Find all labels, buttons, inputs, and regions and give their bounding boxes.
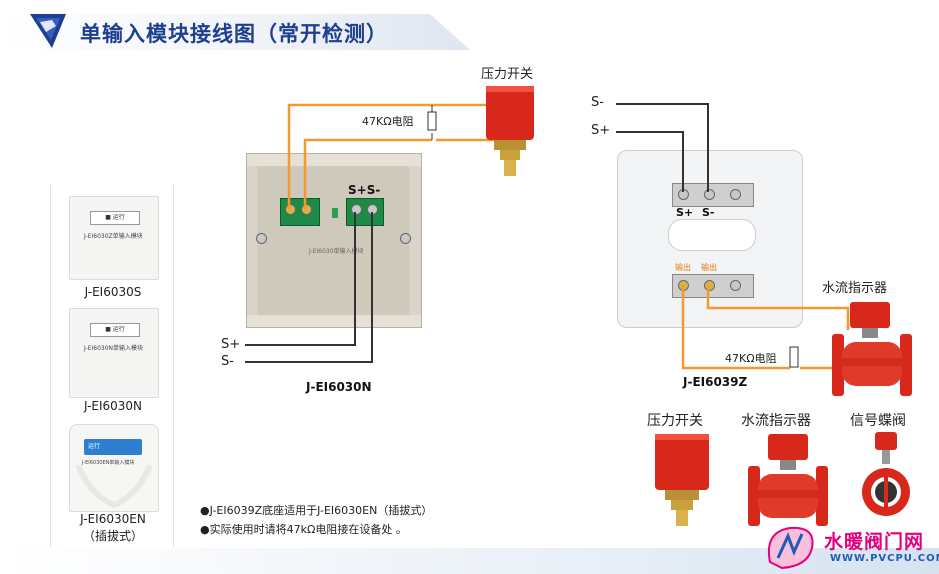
terminal-screw bbox=[301, 204, 312, 215]
mount-screw bbox=[256, 233, 267, 244]
led-indicator bbox=[332, 208, 338, 218]
header-band bbox=[0, 14, 470, 50]
module-print: J-EI6030单输入模块 bbox=[309, 248, 364, 255]
watermark-logo-icon bbox=[768, 526, 814, 570]
bus-plus-label-right: S+ bbox=[591, 123, 611, 138]
terminal-plus-label: S+ bbox=[676, 206, 694, 219]
terminal-screw bbox=[351, 204, 362, 215]
product-plate-en: 运行 J-EI6030EN单输入模块 bbox=[69, 424, 159, 512]
plate-print: J-EI6030Z单输入模块 bbox=[84, 233, 143, 240]
note-2: ●实际使用时请将47kΩ电阻接在设备处 。 bbox=[200, 523, 407, 536]
flow-indicator-label: 水流指示器 bbox=[822, 281, 888, 296]
resistor-label-left: 47KΩ电阻 bbox=[362, 115, 414, 128]
bottom-device-label-3: 信号蝶阀 bbox=[850, 413, 906, 429]
resistor-label-right: 47KΩ电阻 bbox=[725, 352, 777, 365]
header-logo-icon bbox=[30, 14, 66, 48]
module-model-label: J-EI6030N bbox=[306, 380, 372, 394]
product-plate-n: ■ 运行 J-EI6030N单输入模块 bbox=[69, 308, 159, 398]
product-model-en: J-EI6030EN bbox=[80, 512, 146, 526]
pressure-switch-label: 压力开关 bbox=[481, 67, 534, 82]
terminal-screw bbox=[730, 189, 741, 200]
input-label-1: 输出 bbox=[675, 263, 691, 272]
product-model-en-sub: （插拔式） bbox=[82, 529, 143, 543]
page-title: 单输入模块接线图（常开检测） bbox=[80, 22, 388, 46]
bottom-device-label-2: 水流指示器 bbox=[741, 413, 811, 429]
plate-print: J-EI6030EN单输入模块 bbox=[82, 460, 135, 466]
note-1: ●J-EI6039Z底座适用于J-EI6030EN（插拔式） bbox=[200, 504, 433, 517]
product-model-n: J-EI6030N bbox=[83, 399, 143, 413]
bottom-device-label-1: 压力开关 bbox=[647, 413, 703, 429]
terminal-screw bbox=[704, 189, 715, 200]
plate-print: J-EI6030N单输入模块 bbox=[84, 345, 144, 352]
bus-minus-label-right: S- bbox=[591, 95, 604, 110]
terminal-minus-label: S- bbox=[702, 206, 715, 219]
base-j-ei6039z bbox=[617, 150, 803, 328]
plate-window: ■ 运行 bbox=[90, 323, 140, 337]
terminal-header: S+S- bbox=[348, 183, 381, 197]
terminal-screw bbox=[285, 204, 296, 215]
pressure-switch-icon bbox=[486, 86, 534, 176]
base-model-label: J-EI6039Z bbox=[683, 375, 748, 389]
bus-plus-label-left: S+ bbox=[221, 337, 241, 352]
terminal-screw bbox=[730, 280, 741, 291]
bus-terminal-block bbox=[346, 198, 384, 226]
pressure-switch-icon bbox=[655, 434, 709, 526]
module-j-ei6030n: J-EI6030单输入模块 bbox=[246, 153, 422, 328]
plate-window: ■ 运行 bbox=[90, 211, 140, 225]
terminal-screw bbox=[704, 280, 715, 291]
product-plate-s: ■ 运行 J-EI6030Z单输入模块 bbox=[69, 196, 159, 280]
product-model-s: J-EI6030S bbox=[84, 285, 142, 299]
butterfly-valve-icon bbox=[862, 432, 910, 516]
watermark-text: 水暖阀门网 bbox=[824, 531, 925, 553]
flow-indicator-icon bbox=[832, 302, 912, 396]
input-label-2: 输出 bbox=[701, 263, 717, 272]
flow-indicator-icon bbox=[748, 434, 828, 526]
input-terminal-block bbox=[280, 198, 320, 226]
watermark-url: WWW.PVCPU.COM bbox=[830, 553, 939, 564]
mount-screw bbox=[400, 233, 411, 244]
bus-minus-label-left: S- bbox=[221, 354, 234, 369]
plate-window: 运行 bbox=[88, 443, 101, 450]
